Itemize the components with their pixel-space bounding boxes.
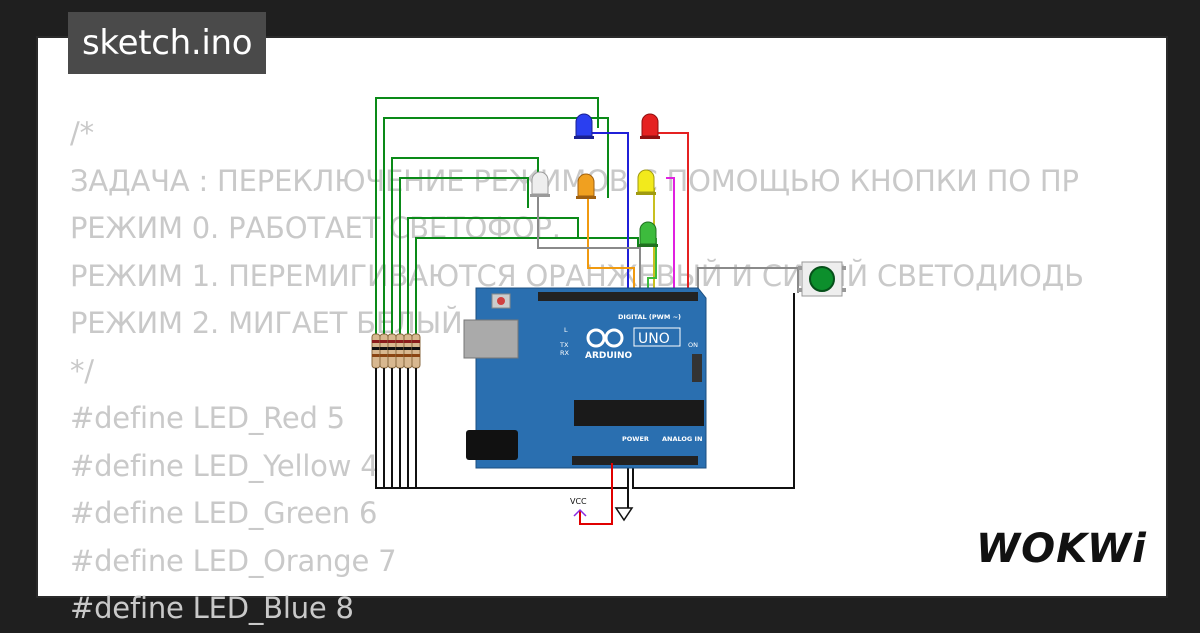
code-line: #define LED_Orange 7 — [70, 543, 397, 578]
code-line: РЕЖИМ 2. МИГАЕТ БЕЛЫЙ — [70, 306, 463, 340]
board-model: UNO — [638, 331, 670, 347]
vcc-symbol: VCC — [570, 463, 613, 525]
on-label: ON — [688, 341, 698, 349]
ground-symbol — [614, 507, 634, 522]
circuit-diagram: ARDUINO UNO DIGITAL (PWM ~) POWER ANALOG… — [371, 97, 846, 525]
digital-label: DIGITAL (PWM ~) — [618, 313, 681, 321]
led-blue — [574, 113, 594, 139]
vcc-label: VCC — [570, 497, 587, 506]
code-line: РЕЖИМ 0. РАБОТАЕТ СВЕТОФОР. — [70, 211, 561, 245]
code-line: #define LED_Green 6 — [70, 496, 378, 530]
code-line: /* — [70, 116, 94, 150]
led-yellow — [636, 169, 656, 195]
tx-label: TX — [559, 341, 569, 349]
wokwi-logo: WOKWi — [976, 526, 1147, 572]
rx-label: RX — [560, 349, 570, 357]
code-line: #define LED_Yellow 4 — [70, 448, 379, 483]
led-red — [640, 113, 660, 139]
resistor-bank — [371, 333, 421, 369]
file-tab-sketch[interactable]: sketch.ino — [68, 12, 267, 74]
green-wires — [375, 97, 639, 338]
led-orange — [576, 173, 596, 199]
ground-wires — [375, 368, 629, 508]
power-label: POWER — [622, 435, 649, 443]
project-preview-card: /*ЗАДАЧА : ПЕРЕКЛЮЧЕНИЕ РЕЖИМОВ С ПОМОЩЬ… — [36, 36, 1168, 625]
code-line: #define LED_Red 5 — [70, 401, 345, 435]
led-white — [530, 171, 550, 197]
arduino-uno-board: ARDUINO UNO DIGITAL (PWM ~) POWER ANALOG… — [463, 287, 707, 469]
analog-label: ANALOG IN — [662, 435, 702, 443]
board-brand: ARDUINO — [585, 351, 633, 361]
code-line: */ — [70, 353, 94, 388]
push-button — [798, 261, 846, 297]
signal-wires — [537, 132, 799, 489]
arduino-logo — [586, 328, 624, 348]
l-label: L — [564, 326, 568, 334]
led-green — [638, 221, 658, 247]
code-line: #define LED_Blue 8 — [70, 591, 354, 625]
